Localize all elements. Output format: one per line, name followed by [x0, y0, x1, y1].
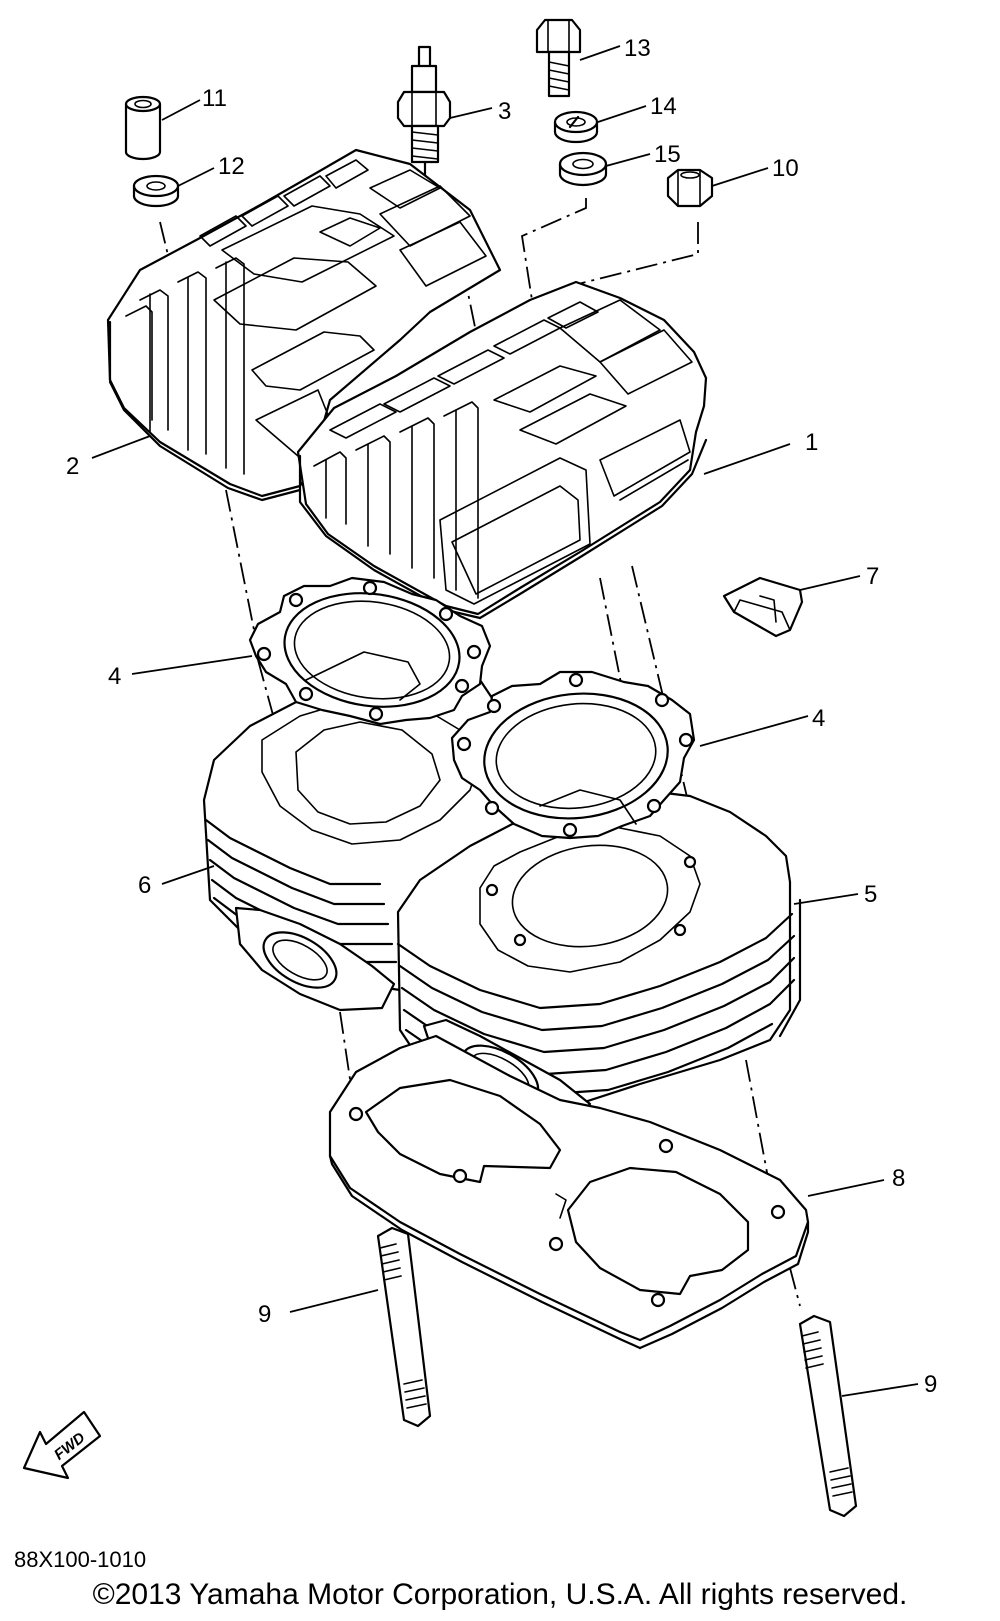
callout-14: 14 [650, 93, 677, 120]
callout-9-left: 9 [258, 1301, 271, 1328]
part-3-spark-plug [396, 45, 452, 178]
callout-2: 2 [66, 453, 79, 480]
callout-1: 1 [805, 429, 818, 456]
callout-4-left: 4 [108, 663, 121, 690]
part-9-stud-right [798, 1314, 858, 1518]
callout-4-right: 4 [812, 705, 825, 732]
fwd-arrow-icon: FWD [22, 1410, 102, 1480]
callout-9-right: 9 [924, 1371, 937, 1398]
copyright-notice: ©2013 Yamaha Motor Corporation, U.S.A. A… [92, 1578, 908, 1611]
part-15-plain-washer [558, 151, 608, 187]
diagram-code: 88X100-1010 [14, 1547, 147, 1572]
part-13-bolt [535, 18, 582, 98]
callout-8: 8 [892, 1165, 905, 1192]
part-4-gasket-left [248, 576, 492, 726]
part-1-cylinder-head-right [296, 280, 708, 620]
callout-5: 5 [864, 881, 877, 908]
callout-10: 10 [772, 155, 799, 182]
leader-lines [91, 45, 919, 1397]
part-11-collar [124, 95, 162, 161]
callout-15: 15 [654, 141, 681, 168]
part-7-rubber-block [722, 576, 804, 638]
part-4-gasket-right [450, 670, 696, 840]
callout-6: 6 [138, 872, 151, 899]
callout-labels: 1 2 3 4 4 5 6 7 8 9 9 10 11 12 13 14 15 [66, 35, 937, 1398]
callout-7: 7 [866, 563, 879, 590]
part-8-base-gasket [328, 1034, 810, 1350]
callout-13: 13 [624, 35, 651, 62]
callout-11: 11 [202, 85, 227, 112]
part-10-nut [666, 168, 714, 208]
callout-12: 12 [218, 153, 245, 180]
part-9-stud-left [376, 1226, 432, 1428]
part-14-spring-washer [553, 110, 599, 144]
callout-3: 3 [498, 98, 511, 125]
part-12-washer [132, 174, 180, 208]
